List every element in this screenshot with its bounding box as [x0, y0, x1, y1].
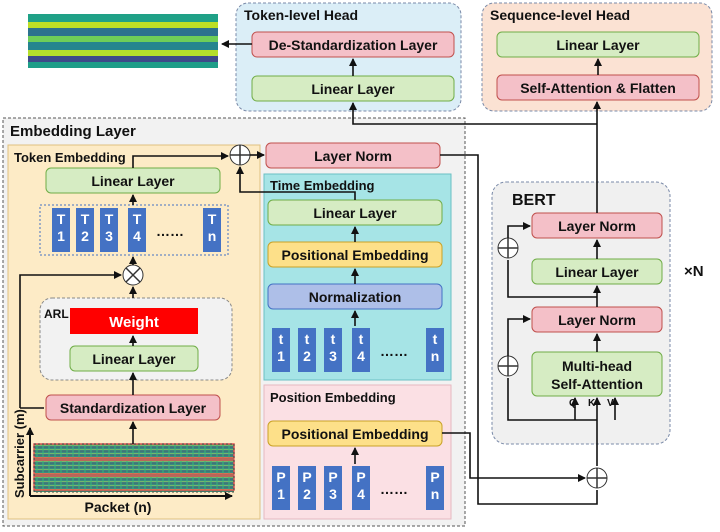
T-token-box: [76, 208, 94, 252]
T-token-label: T: [81, 211, 90, 227]
position-token-box: [324, 466, 342, 510]
position-token-label: P: [328, 469, 337, 485]
position-token-label: P: [430, 469, 439, 485]
weight-label: Weight: [109, 314, 159, 331]
repeat-n-label: ×N: [684, 263, 704, 280]
multi-head-label-line1: Multi-head: [562, 358, 632, 374]
subcarrier-axis-label: Subcarrier (m): [12, 409, 27, 498]
T-token-label: n: [208, 228, 217, 244]
time-token-box: [352, 328, 370, 372]
position-token-box: [272, 466, 290, 510]
standardization-layer-label: Standardization Layer: [60, 400, 207, 416]
sequence-level-head-title: Sequence-level Head: [490, 7, 630, 23]
token-level-head-title: Token-level Head: [244, 7, 358, 23]
time-embedding-title: Time Embedding: [270, 178, 375, 193]
normalization-label: Normalization: [309, 289, 402, 305]
embedding-layer-title: Embedding Layer: [10, 123, 136, 140]
time-token-box: [324, 328, 342, 372]
T-token-ellipsis: ……: [156, 223, 184, 239]
destandardization-layer-label: De-Standardization Layer: [269, 37, 438, 53]
bert-linear-label: Linear Layer: [555, 264, 639, 280]
position-token-label: 4: [357, 486, 365, 502]
token-row-frame: [39, 204, 229, 256]
seq-head-linear-box: [496, 31, 700, 58]
T-token-label: 1: [57, 228, 65, 244]
token-T-row: T1T2T3T4Tn……: [52, 208, 221, 252]
time-token-label: 1: [277, 348, 285, 364]
packet-axis-label: Packet (n): [85, 499, 152, 515]
time-positional-label: Positional Embedding: [281, 247, 428, 263]
bert-layer-norm-top-label: Layer Norm: [558, 218, 636, 234]
T-token-label: 4: [133, 228, 141, 244]
time-token-label: t: [279, 331, 284, 347]
bert-title: BERT: [512, 192, 556, 209]
T-token-box: [203, 208, 221, 252]
connectors: [19, 40, 619, 505]
bert-layer-norm-mid-label: Layer Norm: [558, 312, 636, 328]
T-token-label: T: [105, 211, 114, 227]
embedding-layer-norm-label: Layer Norm: [314, 148, 392, 164]
position-token-box: [298, 466, 316, 510]
T-token-label: 3: [105, 228, 113, 244]
position-token-label: 1: [277, 486, 285, 502]
key-label: K: [588, 398, 596, 409]
self-attention-flatten-label: Self-Attention & Flatten: [520, 80, 676, 96]
T-token-label: T: [133, 211, 142, 227]
position-token-label: P: [356, 469, 365, 485]
time-token-box: [272, 328, 290, 372]
token-t-row: t1t2t3t4tn……: [272, 328, 444, 372]
time-token-label: t: [305, 331, 310, 347]
time-token-label: 2: [303, 348, 311, 364]
token-head-linear-label: Linear Layer: [311, 81, 395, 97]
T-token-box: [52, 208, 70, 252]
time-token-label: 4: [357, 348, 365, 364]
input-csi-image: [33, 443, 235, 493]
position-token-box: [352, 466, 370, 510]
position-token-label: 3: [329, 486, 337, 502]
T-token-label: 2: [81, 228, 89, 244]
T-token-box: [100, 208, 118, 252]
position-token-label: 2: [303, 486, 311, 502]
T-token-label: T: [57, 211, 66, 227]
time-token-label: n: [431, 348, 440, 364]
position-token-box: [426, 466, 444, 510]
position-token-label: P: [276, 469, 285, 485]
multi-head-label-line2: Self-Attention: [551, 376, 643, 392]
position-embedding-title: Position Embedding: [270, 390, 396, 405]
T-token-label: T: [208, 211, 217, 227]
position-token-label: P: [302, 469, 311, 485]
time-token-label: 3: [329, 348, 337, 364]
time-token-box: [298, 328, 316, 372]
seq-head-linear-label: Linear Layer: [556, 37, 640, 53]
arl-linear-label: Linear Layer: [92, 351, 176, 367]
value-label: V: [607, 398, 614, 409]
position-token-ellipsis: ……: [380, 481, 408, 497]
position-positional-label: Positional Embedding: [281, 426, 428, 442]
arl-label: ARL: [44, 307, 69, 321]
token-P-row: P1P2P3P4Pn……: [272, 466, 444, 510]
arl-linear-box: [69, 345, 199, 372]
time-token-ellipsis: ……: [380, 343, 408, 359]
time-token-box: [426, 328, 444, 372]
position-token-label: n: [431, 486, 440, 502]
time-token-label: t: [433, 331, 438, 347]
time-linear-label: Linear Layer: [313, 205, 397, 221]
token-linear-label: Linear Layer: [91, 173, 175, 189]
token-embedding-title: Token Embedding: [14, 150, 126, 165]
weight-box: [70, 308, 198, 334]
output-csi-image: [28, 14, 218, 68]
time-token-label: t: [359, 331, 364, 347]
time-token-label: t: [331, 331, 336, 347]
T-token-box: [128, 208, 146, 252]
